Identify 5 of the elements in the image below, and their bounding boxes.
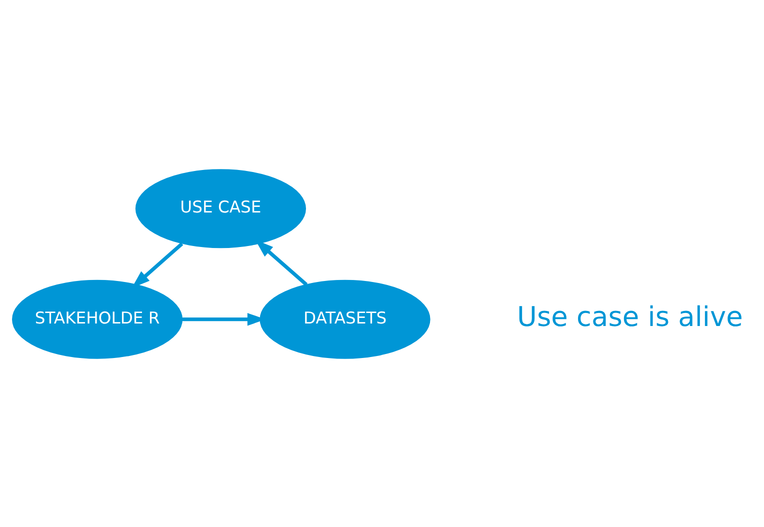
arrow xyxy=(132,242,184,288)
node-ellipse: STAKEHOLDE R xyxy=(12,279,183,358)
node-ellipse: DATASETS xyxy=(260,279,430,358)
label: Use case is alive xyxy=(517,302,743,333)
node-ellipse: USE CASE xyxy=(135,168,306,248)
